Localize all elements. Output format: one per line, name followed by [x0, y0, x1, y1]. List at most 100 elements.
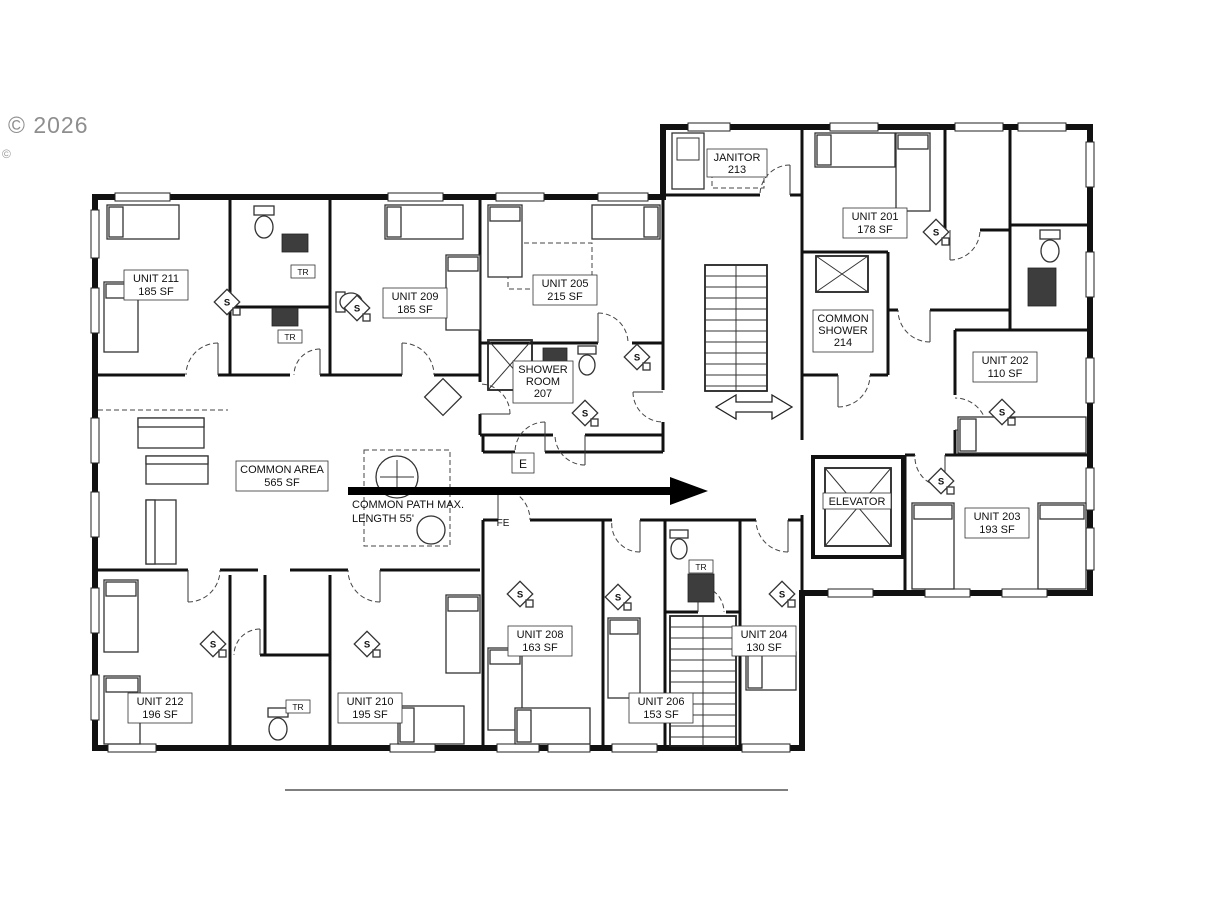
svg-text:193 SF: 193 SF — [979, 524, 1015, 536]
smoke-detector-icon: S — [988, 398, 1016, 426]
svg-text:196 SF: 196 SF — [142, 709, 178, 721]
toilet-icon — [669, 529, 689, 560]
svg-text:UNIT 202: UNIT 202 — [982, 355, 1029, 367]
bed-icon — [445, 254, 481, 331]
bed-icon — [1037, 502, 1087, 590]
bed-icon — [607, 617, 641, 699]
smoke-detector-icon: S — [506, 580, 534, 608]
common-path-annotation: COMMON PATH MAX. LENGTH 55' — [352, 499, 464, 525]
svg-text:S: S — [779, 590, 785, 601]
bed-icon — [591, 204, 661, 240]
bed-icon — [514, 707, 591, 745]
svg-text:UNIT 210: UNIT 210 — [347, 696, 394, 708]
svg-text:S: S — [354, 304, 360, 315]
smoke-detector-icon: S — [768, 580, 796, 608]
common-path-arrow — [348, 477, 708, 505]
interior-walls — [95, 127, 1090, 748]
bed-icon — [487, 204, 523, 278]
toilet-icon — [267, 707, 289, 741]
svg-text:JANITOR: JANITOR — [714, 152, 761, 164]
desk-icon — [687, 573, 715, 603]
svg-text:UNIT 212: UNIT 212 — [137, 696, 184, 708]
svg-text:TR: TR — [284, 332, 295, 342]
tr-label: TR — [285, 699, 311, 714]
bed-icon — [106, 204, 180, 240]
svg-text:215 SF: 215 SF — [547, 291, 583, 303]
svg-text:TR: TR — [292, 702, 303, 712]
svg-text:S: S — [210, 640, 216, 651]
couch-icon — [145, 499, 177, 565]
beds — [103, 132, 1087, 745]
svg-text:110 SF: 110 SF — [988, 368, 1023, 380]
common-path-text-1: COMMON PATH MAX. — [352, 499, 464, 511]
svg-text:S: S — [364, 640, 370, 651]
svg-text:COMMON: COMMON — [817, 313, 868, 325]
svg-text:213: 213 — [728, 164, 746, 176]
smoke-detectors: S S S S S S S S S S S S — [199, 218, 1016, 658]
room-label-elevator: ELEVATOR — [822, 492, 892, 510]
bed-icon — [445, 594, 481, 674]
smoke-detector-icon: S — [213, 288, 241, 316]
svg-text:S: S — [634, 353, 640, 364]
toilet-icon — [577, 345, 597, 376]
svg-text:130 SF: 130 SF — [746, 642, 782, 654]
tr-labels: TR TR TR TR — [277, 264, 714, 714]
svg-text:TR: TR — [297, 267, 308, 277]
svg-text:COMMON AREA: COMMON AREA — [240, 464, 324, 476]
svg-text:UNIT 206: UNIT 206 — [638, 696, 685, 708]
svg-text:UNIT 208: UNIT 208 — [517, 629, 564, 641]
dark-fixtures — [271, 233, 1057, 603]
tilted-cabinet-icon — [423, 377, 463, 417]
svg-text:UNIT 211: UNIT 211 — [133, 273, 179, 285]
desk-icon — [1027, 267, 1057, 307]
bed-icon — [384, 204, 464, 240]
svg-text:ROOM: ROOM — [526, 376, 560, 388]
watermark: © 2026 — [8, 112, 89, 138]
common-path-text-2: LENGTH 55' — [352, 513, 414, 525]
windows — [90, 122, 1095, 753]
svg-text:214: 214 — [834, 337, 852, 349]
bed-icon — [957, 416, 1087, 454]
svg-text:UNIT 201: UNIT 201 — [852, 211, 899, 223]
svg-text:153 SF: 153 SF — [643, 709, 679, 721]
janitor-fixture-icon — [671, 132, 705, 190]
smoke-detector-icon: S — [571, 399, 599, 427]
shower-stalls — [423, 132, 869, 417]
svg-text:178 SF: 178 SF — [857, 224, 893, 236]
svg-text:S: S — [933, 228, 939, 239]
bed-icon — [814, 132, 896, 168]
couch-icon — [137, 417, 205, 449]
tr-label: TR — [290, 264, 316, 279]
bed-icon — [745, 651, 797, 691]
svg-text:S: S — [938, 477, 944, 488]
double-arrow-icon — [714, 393, 794, 421]
stairwell-upper — [704, 264, 768, 392]
svg-text:UNIT 204: UNIT 204 — [741, 629, 788, 641]
shower-stall-icon — [815, 255, 869, 293]
bed-icon — [397, 705, 465, 745]
doors — [185, 164, 988, 656]
svg-text:S: S — [999, 408, 1005, 419]
svg-text:565 SF: 565 SF — [264, 477, 300, 489]
fire-extinguisher-marker: FE — [497, 518, 510, 529]
watermark-small: © — [2, 147, 11, 161]
smoke-detector-icon: S — [604, 583, 632, 611]
exit-marker: E — [511, 452, 535, 474]
svg-text:S: S — [517, 590, 523, 601]
svg-text:E: E — [519, 457, 527, 471]
smoke-detector-icon: S — [343, 294, 371, 322]
svg-text:185 SF: 185 SF — [397, 304, 433, 316]
